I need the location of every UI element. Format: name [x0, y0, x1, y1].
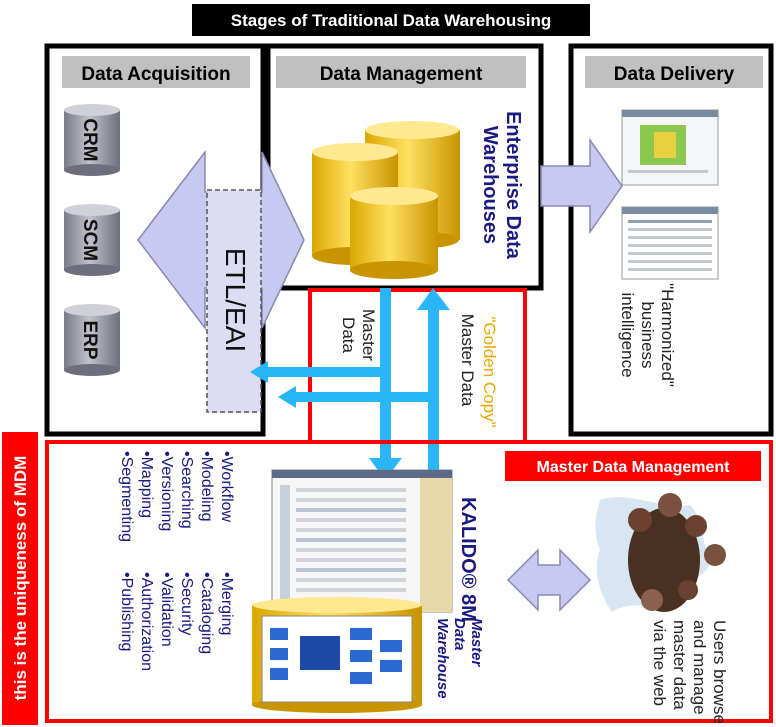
management-header-label: Data Management	[320, 64, 483, 85]
delivery-header-label: Data Delivery	[614, 64, 735, 85]
side-label: this is the uniqueness of MDM	[11, 456, 30, 701]
feature-workflow: •Workflow	[218, 451, 235, 523]
title-bar	[192, 4, 590, 36]
users-label-line4: via the web	[650, 620, 669, 706]
side-label-bar	[2, 432, 38, 725]
bi-label-line3: intelligence	[618, 292, 637, 377]
etl-box	[206, 189, 262, 413]
etl-label: ETL/EAI	[220, 248, 251, 352]
golden-copy-label-line2: Master Data	[458, 314, 477, 407]
mdm-frame	[45, 440, 773, 723]
delivery-frame	[568, 43, 774, 437]
source-label-crm: CRM	[79, 118, 100, 161]
master-data-warehouse-cylinder	[252, 597, 422, 713]
source-label-erp: ERP	[79, 320, 100, 359]
feature-segmenting: •Segmenting	[118, 451, 135, 542]
acquisition-header	[62, 56, 250, 88]
kalido-product-label: KALIDO® 8M	[457, 497, 479, 622]
source-cylinder-crm: CRM	[64, 104, 120, 176]
bi-screenshot-top	[621, 109, 719, 186]
feature-versioning: •Versioning	[158, 451, 175, 531]
management-header	[276, 56, 526, 88]
master-data-label-line1: Master	[359, 309, 378, 361]
bi-screenshot-bottom	[621, 206, 719, 280]
feature-security: •Security	[178, 572, 195, 635]
source-label-scm: SCM	[79, 219, 100, 261]
golden-copy-label-line1: "Golden Copy"	[480, 316, 499, 427]
source-cylinder-erp: ERP	[64, 304, 120, 376]
source-cylinder-scm: SCM	[64, 204, 120, 276]
warehouse-label-line1: Enterprise Data	[502, 111, 524, 260]
acquisition-header-label: Data Acquisition	[81, 64, 230, 85]
mdw-label-line3: Warehouse	[434, 618, 451, 699]
diagram-title: Stages of Traditional Data Warehousing	[231, 11, 552, 30]
bi-label-line1: "Harmonized"	[658, 283, 677, 387]
feature-authorization: •Authorization	[138, 572, 155, 671]
world-users-image	[595, 493, 726, 612]
master-data-flow-arrows	[250, 288, 450, 480]
feature-publishing: •Publishing	[118, 572, 135, 651]
feature-searching: •Searching	[178, 451, 195, 529]
mdw-label-line1: Master	[468, 618, 485, 668]
delivery-header	[585, 56, 763, 88]
warehouse-label-line2: Warehouses	[479, 126, 501, 244]
web-users-double-arrow	[506, 548, 592, 612]
delivery-arrow	[540, 137, 623, 235]
users-label-line1: Users browse	[710, 620, 729, 724]
master-data-label-line2: Data	[339, 317, 358, 353]
users-label-line2: and manage	[690, 620, 709, 715]
feature-list-col2: •Merging •Cataloging •Security •Validati…	[118, 572, 235, 671]
feature-mapping: •Mapping	[138, 451, 155, 518]
warehouse-cylinders	[312, 121, 460, 279]
feature-modeling: •Modeling	[198, 451, 215, 522]
feature-validation: •Validation	[158, 572, 175, 647]
bi-label-line2: business	[638, 301, 657, 368]
feature-merging: •Merging	[218, 572, 235, 635]
feature-list-col1: •Workflow •Modeling •Searching •Versioni…	[118, 451, 235, 542]
feature-cataloging: •Cataloging	[198, 572, 215, 654]
mdm-badge	[505, 451, 761, 481]
mdm-badge-label: Master Data Management	[537, 459, 731, 476]
kalido-screenshot	[271, 469, 453, 613]
mdw-label-line2: Data	[451, 618, 468, 651]
users-label-line3: master data	[670, 620, 689, 710]
